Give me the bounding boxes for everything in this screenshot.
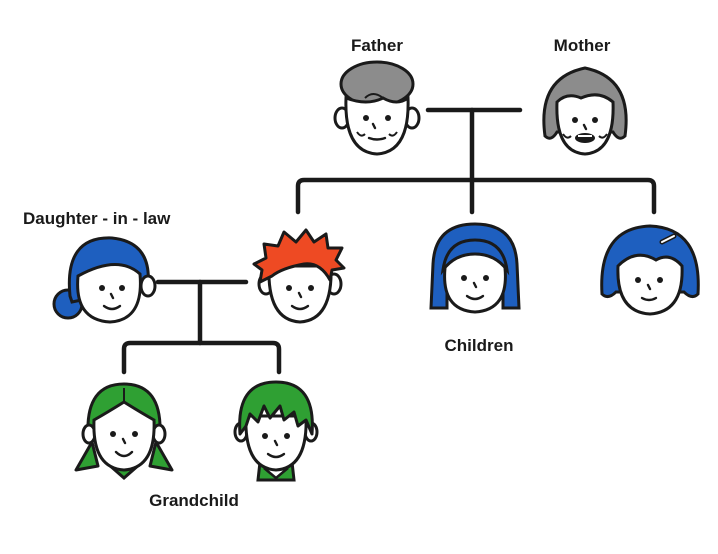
connector-lines [121,107,657,375]
grandchild-label: Grandchild [149,491,239,510]
children-bracket [295,177,657,215]
grandmother-icon [542,66,628,156]
son-icon [252,228,346,324]
daughter-long-hair-icon [429,222,521,314]
grandson-icon [233,380,319,482]
granddaughter-icon [74,382,174,480]
father-label: Father [351,36,403,55]
mother-label: Mother [554,36,611,55]
daughter-in-law-icon [52,236,157,324]
grandfather-icon [333,60,421,156]
grandchildren-bracket [121,340,282,375]
children-label: Children [445,336,514,355]
daughter-in-law-label: Daughter - in - law [23,209,171,228]
daughter-bob-hair-icon [600,224,700,316]
